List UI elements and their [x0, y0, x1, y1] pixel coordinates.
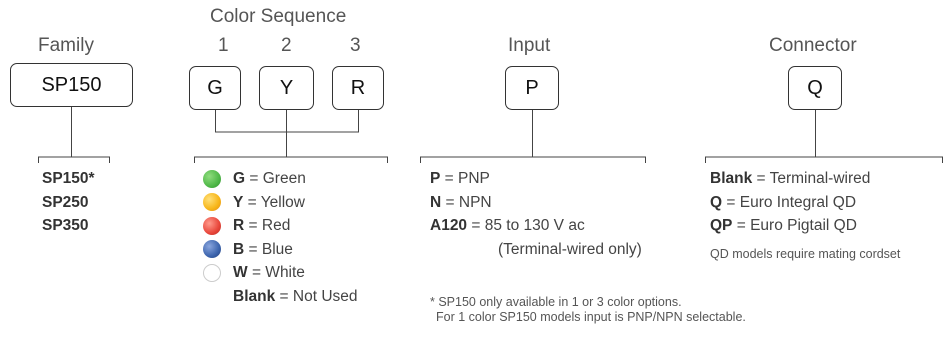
color-option-yellow: Y = Yellow — [203, 191, 358, 215]
color-position-1: 1 — [218, 35, 229, 56]
color-code-box-2: Y — [259, 66, 314, 110]
input-code-box: P — [505, 66, 559, 110]
footnote-line-2: For 1 color SP150 models input is PNP/NP… — [436, 310, 746, 324]
family-options-list: SP150* SP250 SP350 — [42, 167, 95, 238]
connector-options-list: Blank = Terminal-wired Q = Euro Integral… — [710, 167, 870, 238]
color-sequence-heading: Color Sequence — [210, 6, 347, 27]
input-heading: Input — [508, 35, 551, 56]
input-options-list: P = PNP N = NPN A120 = 85 to 130 V ac (T… — [430, 167, 642, 261]
input-sub-note: (Terminal-wired only) — [498, 240, 642, 258]
color-position-2: 2 — [281, 35, 292, 56]
color-option-green: G = Green — [203, 167, 358, 191]
input-bracket — [420, 156, 646, 163]
red-dot-icon — [203, 216, 221, 235]
color-code-box-1: G — [189, 66, 241, 110]
connector-option: Q = Euro Integral QD — [710, 193, 857, 211]
connector-code-box: Q — [788, 66, 842, 110]
white-dot-icon — [203, 263, 221, 282]
color-code-box-3: R — [332, 66, 384, 110]
input-option: N = NPN — [430, 193, 492, 211]
footnote-line-1: * SP150 only available in 1 or 3 color o… — [430, 295, 682, 309]
family-option: SP150* — [42, 170, 95, 187]
color-option-red: R = Red — [203, 214, 358, 238]
connector-option: QP = Euro Pigtail QD — [710, 217, 857, 234]
blank-spacer — [203, 287, 221, 305]
color-option-blank: Blank = Not Used — [203, 285, 358, 309]
color-option-blue: B = Blue — [203, 238, 358, 262]
family-code-box: SP150 — [10, 63, 133, 107]
family-option: SP350 — [42, 217, 89, 234]
color-bracket — [194, 156, 388, 163]
family-option: SP250 — [42, 193, 89, 211]
color-option-white: W = White — [203, 261, 358, 285]
color-position-3: 3 — [350, 35, 361, 56]
color-drop-lines — [215, 110, 359, 157]
color-options-list: G = Green Y = Yellow R = Red B = Blue W … — [203, 167, 358, 308]
input-option: A120 = 85 to 130 V ac — [430, 217, 585, 234]
green-dot-icon — [203, 169, 221, 188]
connector-note: QD models require mating cordset — [710, 247, 901, 261]
family-heading: Family — [38, 35, 94, 56]
family-bracket — [38, 156, 110, 163]
footnote: * SP150 only available in 1 or 3 color o… — [430, 295, 746, 325]
input-option: P = PNP — [430, 170, 490, 187]
connector-bracket — [705, 156, 943, 163]
blue-dot-icon — [203, 240, 221, 259]
connector-option: Blank = Terminal-wired — [710, 170, 871, 187]
connector-heading: Connector — [769, 35, 857, 56]
yellow-dot-icon — [203, 193, 221, 212]
